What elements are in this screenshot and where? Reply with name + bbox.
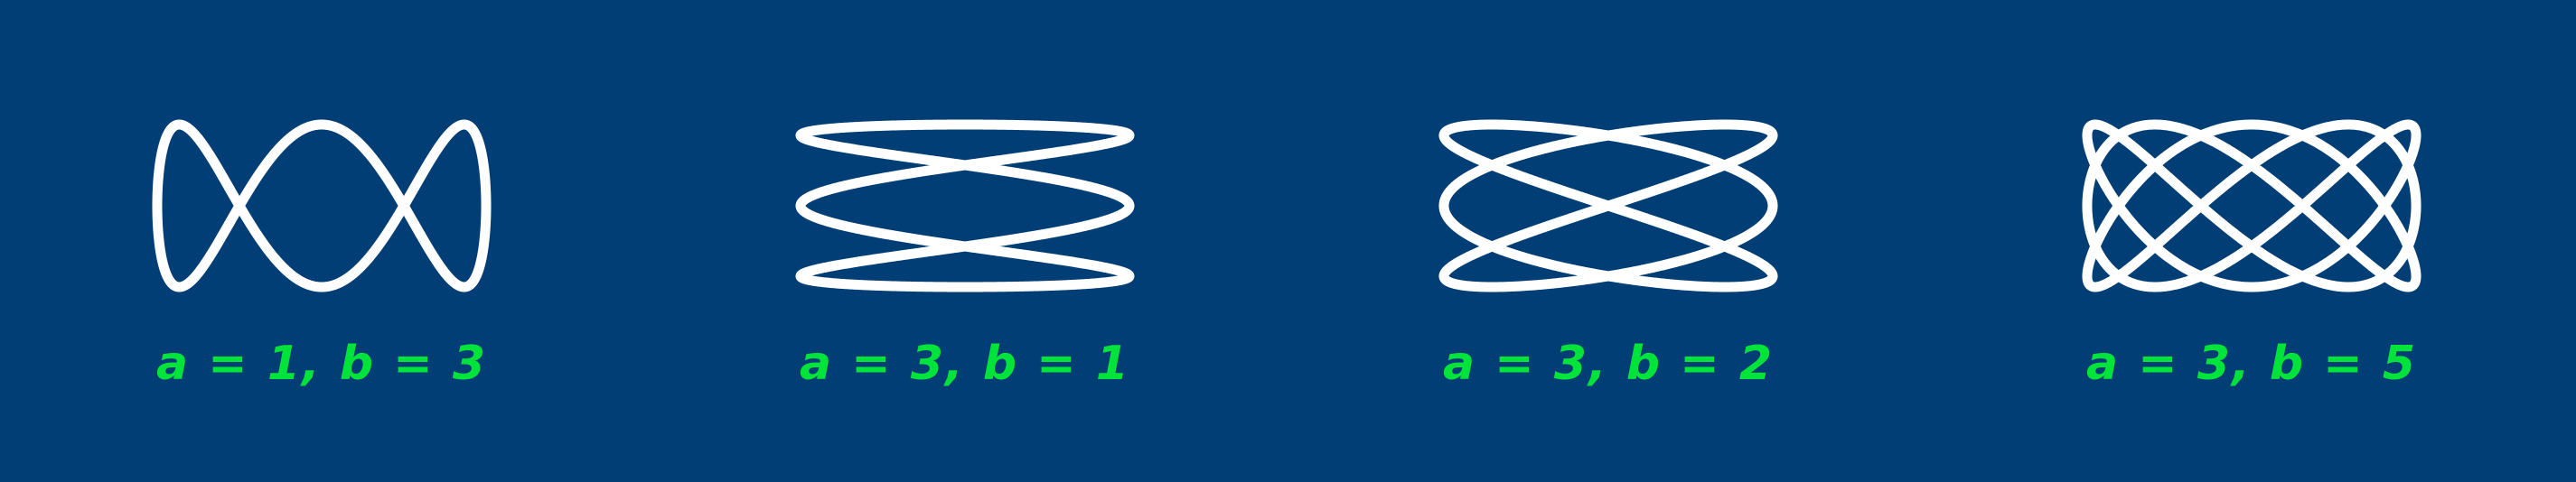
lissajous-caption: a = 3, b = 1	[799, 337, 1131, 391]
lissajous-curve-a3-b5	[2082, 119, 2421, 292]
lissajous-panel-2: a = 3, b = 1	[643, 0, 1287, 482]
lissajous-curve-a1-b3	[152, 119, 492, 292]
lissajous-curve-a3-b1	[795, 119, 1135, 292]
lissajous-panel-1: a = 1, b = 3	[0, 0, 643, 482]
lissajous-curve-a3-b2	[1438, 119, 1778, 292]
lissajous-caption: a = 3, b = 2	[1442, 337, 1775, 391]
lissajous-caption: a = 3, b = 5	[2085, 337, 2418, 391]
lissajous-panel-3: a = 3, b = 2	[1287, 0, 1930, 482]
lissajous-caption: a = 1, b = 3	[155, 337, 488, 391]
lissajous-panel-4: a = 3, b = 5	[1930, 0, 2573, 482]
